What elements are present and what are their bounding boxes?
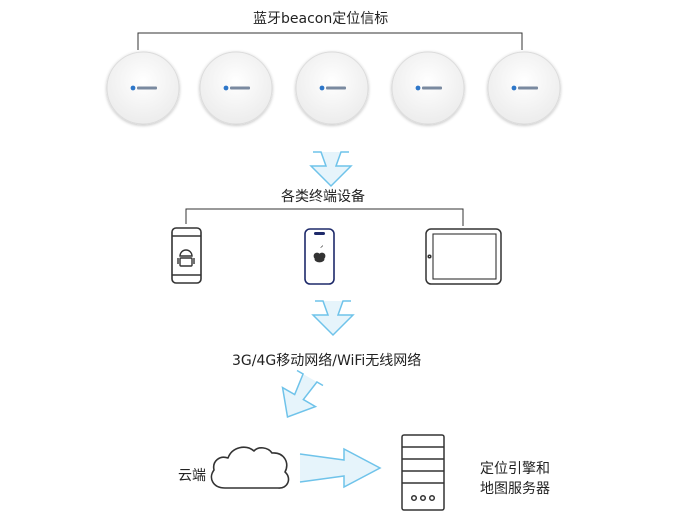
cloud-label: 云端 bbox=[178, 468, 206, 484]
beacon-row bbox=[106, 51, 561, 125]
beacon-3 bbox=[295, 51, 369, 125]
arrow-down-left bbox=[281, 369, 324, 418]
tablet bbox=[425, 228, 502, 285]
server-icon bbox=[401, 434, 445, 511]
android-phone bbox=[171, 227, 202, 284]
devices-bracket bbox=[185, 208, 464, 226]
beacon-logo-icon bbox=[319, 85, 325, 91]
iphone bbox=[304, 228, 335, 285]
arrow-right bbox=[299, 447, 382, 489]
beacon-logo-icon bbox=[130, 85, 136, 91]
server-label-line2: 地图服务器 bbox=[480, 481, 550, 497]
beacon-logo-icon bbox=[223, 85, 229, 91]
beacon-1 bbox=[106, 51, 180, 125]
beacon-4 bbox=[391, 51, 465, 125]
beacon-bracket bbox=[137, 32, 523, 50]
beacon-logo-icon bbox=[511, 85, 517, 91]
apple-icon bbox=[313, 245, 326, 263]
server-label-line1: 定位引擎和 bbox=[480, 461, 550, 477]
cloud-icon bbox=[210, 446, 290, 489]
network-title: 3G/4G移动网络/WiFi无线网络 bbox=[232, 353, 422, 369]
beacon-2 bbox=[199, 51, 273, 125]
beacon-title: 蓝牙beacon定位信标 bbox=[253, 11, 389, 27]
beacon-5 bbox=[487, 51, 561, 125]
arrow-down-2 bbox=[311, 300, 355, 337]
devices-title: 各类终端设备 bbox=[281, 189, 365, 205]
arrow-down-1 bbox=[309, 151, 353, 188]
android-icon bbox=[177, 249, 195, 267]
beacon-logo-icon bbox=[415, 85, 421, 91]
